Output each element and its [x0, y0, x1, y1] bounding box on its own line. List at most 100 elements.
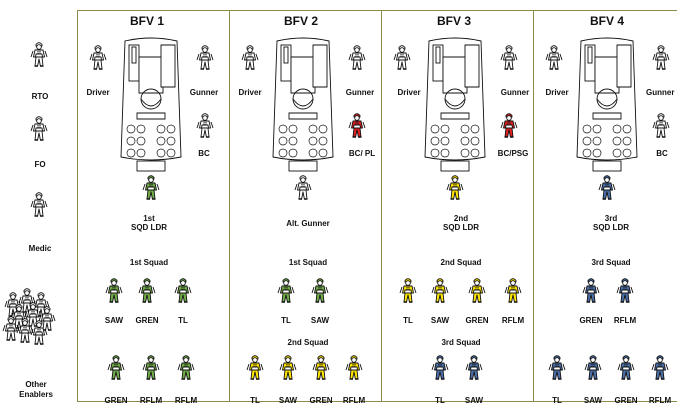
bfv-1-squad-a-member-1-icon	[105, 276, 123, 304]
bfv-3-squad-b-member-1: TL	[435, 396, 445, 404]
bfv-2-squad-b-member-3: GREN	[309, 396, 333, 404]
bfv-4-vehicle-icon	[575, 37, 639, 175]
bfv-4-gunner-icon	[652, 43, 670, 71]
bfv-1-squad-b-member-1: GREN	[104, 396, 128, 404]
bfv-2-squad-b-member-1-icon	[246, 353, 264, 381]
bfv-2-driver-label: Driver	[238, 88, 262, 97]
bfv-1-squad-a-member-1: SAW	[104, 316, 124, 325]
bfv-3-commander-label: BC/PSG	[497, 149, 529, 158]
bfv-3-squad-a-member-3-icon	[468, 276, 486, 304]
bfv-4-rear-label-line2: SQD LDR	[593, 223, 629, 232]
bfv-3-squad-b-title: 3rd Squad	[441, 338, 481, 347]
bfv-1-squad-b-member-2-icon	[142, 353, 160, 381]
bfv-3-squad-a-member-3: GREN	[465, 316, 489, 325]
other-enablers-label-line2: Enablers	[19, 390, 53, 399]
bfv-4-driver-icon	[545, 43, 563, 71]
bfv-1-commander-icon	[196, 111, 214, 139]
bfv-1-driver-label: Driver	[86, 88, 110, 97]
bfv-1-vehicle-icon	[119, 37, 183, 175]
bfv-3-rear-label-line1: 2nd	[453, 214, 469, 223]
bfv-4-squad-a-member-1-icon	[582, 276, 600, 304]
bfv-2-squad-a-member-2-icon	[311, 276, 329, 304]
bfv-3-squad-a-member-2-icon	[431, 276, 449, 304]
bfv-2-squad-b-member-2: SAW	[278, 396, 298, 404]
bfv-1-title: BFV 1	[130, 14, 165, 28]
bfv-2-gunner-icon	[348, 43, 366, 71]
other-enablers-label-line1: Other	[25, 380, 47, 389]
bfv-2-squad-b-member-4: RFLM	[342, 396, 366, 404]
bfv-3-squad-a-member-2: SAW	[430, 316, 450, 325]
bfv-1-squad-a-member-2-icon	[138, 276, 156, 304]
bfv-4-squad-a-member-2-icon	[616, 276, 634, 304]
bfv-2-squad-b-member-2-icon	[279, 353, 297, 381]
bfv-3-squad-a-member-1: TL	[403, 316, 413, 325]
bfv-4-squad-a-member-1: GREN	[579, 316, 603, 325]
bfv-1-commander-label: BC	[198, 149, 210, 158]
bfv-1-squad-b-member-1-icon	[107, 353, 125, 381]
bfv-4-squad-b-member-3-icon	[617, 353, 635, 381]
bfv-4-squad-b-member-4: RFLM	[648, 396, 672, 404]
bfv-2-squad-b-member-3-icon	[312, 353, 330, 381]
bfv-3-rear-label-line2: SQD LDR	[443, 223, 479, 232]
bfv-3-commander-icon	[500, 111, 518, 139]
bfv-3-squad-b-member-2-icon	[465, 353, 483, 381]
bfv-2-squad-a-title: 1st Squad	[288, 258, 328, 267]
bfv-3-squad-a-member-1-icon	[399, 276, 417, 304]
enabler-soldier-icon	[38, 304, 56, 332]
bfv-1-gunner-icon	[196, 43, 214, 71]
bfv-2-squad-a-member-2: SAW	[310, 316, 330, 325]
bfv-2-title: BFV 2	[284, 14, 319, 28]
bfv-3-rear-soldier-icon	[446, 173, 464, 201]
enabler-soldier-icon	[16, 316, 34, 344]
rto-soldier-icon	[30, 40, 48, 68]
bfv-4-squad-a-title: 3rd Squad	[591, 258, 631, 267]
bfv-1-rear-label-line2: SQD LDR	[131, 223, 167, 232]
other-enablers-group-icon	[0, 286, 60, 350]
rto-label: RTO	[31, 92, 49, 101]
bfv-3-gunner-icon	[500, 43, 518, 71]
fo-soldier-icon	[30, 114, 48, 142]
bfv-2-squad-a-member-1: TL	[281, 316, 291, 325]
bfv-4-rear-soldier-icon	[598, 173, 616, 201]
bfv-3-title: BFV 3	[437, 14, 472, 28]
bfv-1-squad-a-member-2: GREN	[135, 316, 159, 325]
bfv-1-squad-a-member-3-icon	[174, 276, 192, 304]
bfv-2-commander-label: BC/ PL	[348, 149, 376, 158]
bfv-4-driver-label: Driver	[545, 88, 569, 97]
bfv-4-squad-b-member-1: TL	[552, 396, 562, 404]
bfv-2-squad-b-member-4-icon	[345, 353, 363, 381]
enabler-soldier-icon	[30, 318, 48, 346]
bfv-1-squad-b-member-3-icon	[177, 353, 195, 381]
bfv-4-commander-icon	[652, 111, 670, 139]
bfv-4-rear-label-line1: 3rd	[604, 214, 618, 223]
bfv-1-squad-b-member-3: RFLM	[174, 396, 198, 404]
medic-label: Medic	[28, 244, 52, 253]
bfv-3-squad-a-member-4-icon	[504, 276, 522, 304]
bfv-3-driver-label: Driver	[397, 88, 421, 97]
bfv-4-squad-b-member-2-icon	[584, 353, 602, 381]
bfv-1-squad-a-member-3: TL	[178, 316, 188, 325]
bfv-2-squad-a-member-1-icon	[277, 276, 295, 304]
bfv-4-gunner-label: Gunner	[646, 88, 675, 97]
bfv-3-squad-b-member-1-icon	[431, 353, 449, 381]
medic-soldier-icon	[30, 190, 48, 218]
bfv-3-squad-b-member-2: SAW	[464, 396, 484, 404]
bfv-2-squad-b-title: 2nd Squad	[287, 338, 329, 347]
bfv-3-driver-icon	[393, 43, 411, 71]
bfv-2-driver-icon	[241, 43, 259, 71]
fo-label: FO	[34, 160, 46, 169]
bfv-1-gunner-label: Gunner	[189, 88, 219, 97]
bfv-1-rear-soldier-icon	[142, 173, 160, 201]
bfv-3-squad-a-title: 2nd Squad	[440, 258, 482, 267]
bfv-3-vehicle-icon	[423, 37, 487, 175]
bfv-1-squad-b-member-2: RFLM	[139, 396, 163, 404]
bfv-2-gunner-label: Gunner	[345, 88, 375, 97]
bfv-2-rear-label: Alt. Gunner	[286, 219, 330, 228]
bfv-3-squad-a-member-4: RFLM	[501, 316, 525, 325]
bfv-4-commander-label: BC	[656, 149, 668, 158]
bfv-2-squad-b-member-1: TL	[250, 396, 260, 404]
bfv-2-rear-soldier-icon	[294, 173, 312, 201]
enabler-soldier-icon	[2, 314, 20, 342]
bfv-4-panel: BFV 4	[533, 10, 677, 402]
